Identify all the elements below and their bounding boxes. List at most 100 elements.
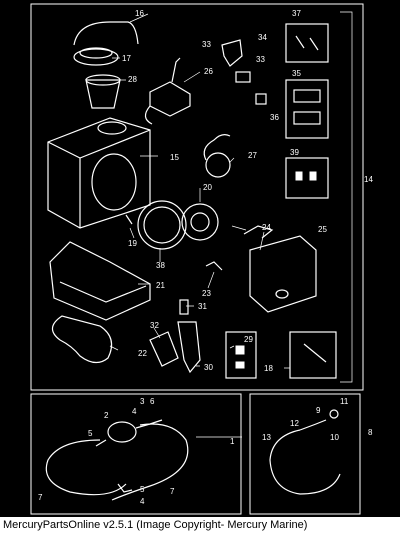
part-27-gauge [205,152,231,178]
part-21-base-inner [59,281,147,303]
callout-5a: 5 [88,429,93,438]
callout-11: 11 [340,397,349,406]
part-38-gasket [137,200,187,250]
part-19-screw [125,214,133,225]
part-17-cap-top [79,47,113,59]
part-26-wire [144,105,153,125]
part-35-plug-a [293,89,321,103]
callout-23: 23 [202,289,211,298]
part-10-seal [329,409,339,419]
part-35-plug-b [293,111,321,125]
part-3-fitting [135,419,163,429]
part-26-rod [171,57,181,83]
callout-24: 24 [262,223,271,232]
part-16-hose [73,21,139,46]
exploded-view-svg: 16 17 28 26 33 34 37 33 35 36 15 27 39 1… [30,3,373,515]
box-37 [285,23,329,63]
callout-21: 21 [156,281,165,290]
box-39 [285,157,329,199]
callout-9: 9 [316,406,321,415]
callout-36: 36 [270,113,279,122]
callout-16: 16 [135,9,144,18]
part-29-a [235,345,245,355]
part-20-plate [181,203,219,241]
part-2-primer-bulb [107,421,137,443]
callout-28: 28 [128,75,137,84]
callout-2: 2 [104,411,109,420]
callout-17: 17 [122,54,131,63]
part-25-cover [249,235,317,313]
callout-8: 8 [368,428,373,437]
callout-32: 32 [150,321,159,330]
callout-3: 3 [140,397,145,406]
part-36-nut [255,93,267,105]
part-28-filler [85,79,121,109]
part-31-pin [179,299,189,315]
main-assembly-frame [30,3,364,391]
part-38-gasket-inner [143,206,181,244]
part-17-cap [73,48,119,66]
callout-25: 25 [318,225,327,234]
part-30-valve [177,321,201,374]
callout-20: 20 [203,183,212,192]
part-26-sender [149,81,191,117]
part-39-b [309,171,317,181]
part-15-tank-edge [47,129,151,159]
leader-lines [109,13,290,438]
callout-4b: 4 [140,497,145,506]
callout-14: 14 [364,175,373,184]
callout-7b: 7 [38,493,43,502]
callout-29: 29 [244,335,253,344]
part-12-fitting [299,419,327,431]
callout-26: 26 [204,67,213,76]
callout-31: 31 [198,302,207,311]
part-15-side-opening [91,153,137,211]
callout-12: 12 [290,419,299,428]
callout-1: 1 [230,437,235,446]
box-35 [285,79,329,139]
part-37-clips [295,35,319,51]
part-32-valve-body [149,331,179,367]
part-29-b [235,361,245,369]
callout-15: 15 [170,153,179,162]
box-29 [225,331,257,379]
part-21-base [49,241,151,321]
callout-30: 30 [204,363,213,372]
callout-39: 39 [290,148,299,157]
callout-19: 19 [128,239,137,248]
callout-38: 38 [156,261,165,270]
callout-4a: 4 [132,407,137,416]
part-34-clip [221,39,243,67]
part-27-lead [203,134,231,161]
part-4-connector [117,483,133,493]
part-39-a [295,171,303,181]
leader-14 [340,11,353,383]
callout-18: 18 [264,364,273,373]
part-25-vent [275,289,289,299]
fuel-line-kit-frame [30,393,242,515]
callout-5b: 5 [140,485,145,494]
callout-33b: 33 [256,55,265,64]
copyright-footer: MercuryPartsOnline v2.5.1 (Image Copyrig… [0,517,400,534]
callout-10: 10 [330,433,339,442]
part-7-hose-a [45,439,127,496]
part-24-bracket [243,225,274,239]
part-15-fill-opening [97,121,127,135]
part-20-plate-hub [190,212,210,232]
callout-34: 34 [258,33,267,42]
part-15-tank [47,117,151,229]
callout-22: 22 [138,349,147,358]
part-33-connector [235,71,251,83]
callout-7a: 7 [170,487,175,496]
part-5-fitting [95,439,107,447]
part-13-hose [269,429,341,495]
box-18 [289,331,337,379]
part-7-hose-b [111,423,189,501]
callout-33a: 33 [202,40,211,49]
part-23-clip [205,261,223,271]
callout-13: 13 [262,433,271,442]
callout-6: 6 [150,397,155,406]
part-22-strap [51,315,113,364]
callout-37: 37 [292,9,301,18]
